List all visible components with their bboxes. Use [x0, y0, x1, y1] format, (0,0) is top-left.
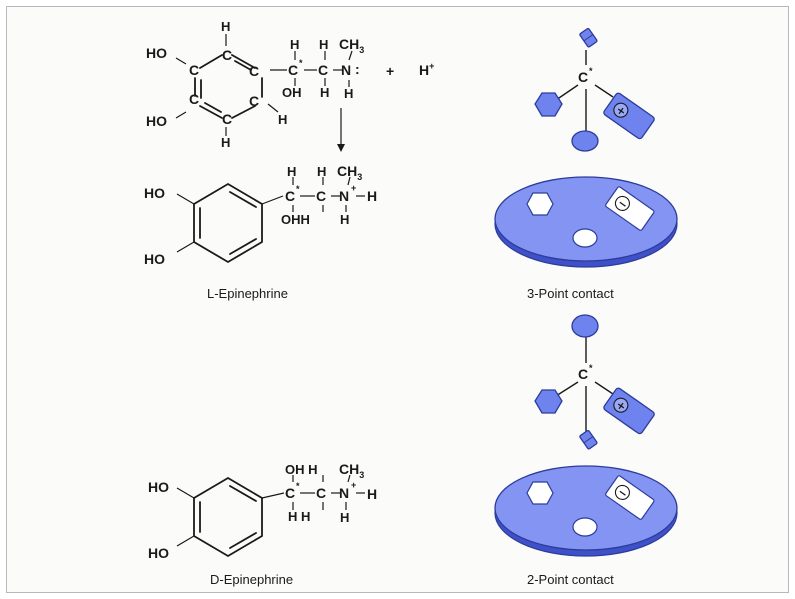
- sphere-group-icon: [571, 130, 599, 152]
- l-epinephrine-caption: L-Epinephrine: [207, 286, 288, 301]
- two-point-caption: 2-Point contact: [527, 572, 614, 587]
- oh-label: OH: [282, 85, 302, 100]
- hexagon-group-icon: [534, 389, 563, 414]
- l-epinephrine-structure: HO HO H H CH3 C * C N + H OHH H L-Epinep…: [144, 163, 377, 301]
- plus-sign: +: [386, 63, 394, 79]
- h-label: H: [367, 486, 377, 502]
- c-label: C: [318, 62, 328, 78]
- chiral-carbon-label: C: [285, 188, 295, 204]
- reaction-arrow: [337, 108, 345, 152]
- three-point-receptor-disc: −: [494, 176, 678, 268]
- n-plus: +: [351, 183, 356, 193]
- chiral-star: *: [589, 66, 593, 76]
- two-point-molecule-model: C * +: [534, 314, 655, 450]
- ch3-label: CH3: [339, 36, 364, 55]
- ch3-label: CH3: [337, 163, 362, 182]
- h-label: H: [319, 37, 328, 52]
- ohh-label: OH H: [285, 462, 318, 477]
- d-epinephrine-caption: D-Epinephrine: [210, 572, 293, 587]
- lone-pair: :: [355, 61, 360, 77]
- hexagon-group-icon: [534, 92, 563, 117]
- h-label: H: [278, 112, 287, 127]
- c-label: C: [189, 91, 199, 107]
- chiral-star: *: [299, 58, 303, 68]
- ch3-label: CH3: [339, 461, 364, 480]
- c-label: C: [249, 63, 259, 79]
- hh-label: H H: [288, 509, 310, 524]
- n-label: N: [341, 62, 351, 78]
- ho-label: HO: [146, 45, 167, 61]
- n-plus: +: [351, 480, 356, 490]
- c-label: C: [249, 93, 259, 109]
- hexagon-site-icon: [526, 481, 554, 505]
- ho-label: HO: [144, 185, 165, 201]
- chiral-carbon-label: C: [288, 62, 298, 78]
- h-label: H: [287, 164, 296, 179]
- ho-label: HO: [144, 251, 165, 267]
- chiral-carbon-label: C: [285, 485, 295, 501]
- chiral-carbon-label: C: [578, 366, 588, 382]
- chiral-star: *: [589, 363, 593, 373]
- c-label: C: [316, 188, 326, 204]
- top-structure: HO HO H C C C C C C H H H H CH3 C * C N …: [146, 19, 434, 150]
- n-label: N: [339, 485, 349, 501]
- cationic-group-icon: [603, 387, 655, 435]
- c-label: C: [316, 485, 326, 501]
- h-label: H: [367, 188, 377, 204]
- h-label: H: [320, 85, 329, 100]
- h-label: H: [344, 86, 353, 101]
- chiral-carbon-label: C: [578, 69, 588, 85]
- h-label: H: [221, 135, 230, 150]
- sphere-site-icon: [572, 228, 598, 248]
- d-epinephrine-structure: HO HO OH H CH3 C * C N + H H H H D-Epine…: [148, 461, 377, 587]
- three-point-molecule-model: C * +: [534, 27, 655, 152]
- h-label: H: [221, 19, 230, 34]
- n-label: N: [339, 188, 349, 204]
- ho-label: HO: [146, 113, 167, 129]
- h-label: H: [340, 212, 349, 227]
- ho-label: HO: [148, 479, 169, 495]
- cationic-group-icon: [603, 92, 655, 140]
- chiral-star: *: [296, 184, 300, 194]
- sphere-site-icon: [572, 517, 598, 537]
- ohh-label: OHH: [281, 212, 310, 227]
- proton-label: H+: [419, 61, 434, 78]
- hexagon-site-icon: [526, 192, 554, 216]
- two-point-receptor-disc: −: [494, 465, 678, 557]
- h-label: H: [317, 164, 326, 179]
- three-point-caption: 3-Point contact: [527, 286, 614, 301]
- sphere-group-icon: [571, 314, 599, 338]
- c-label: C: [222, 47, 232, 63]
- ho-label: HO: [148, 545, 169, 561]
- c-label: C: [222, 111, 232, 127]
- h-label: H: [340, 510, 349, 525]
- chiral-star: *: [296, 481, 300, 491]
- h-label: H: [290, 37, 299, 52]
- c-label: C: [189, 62, 199, 78]
